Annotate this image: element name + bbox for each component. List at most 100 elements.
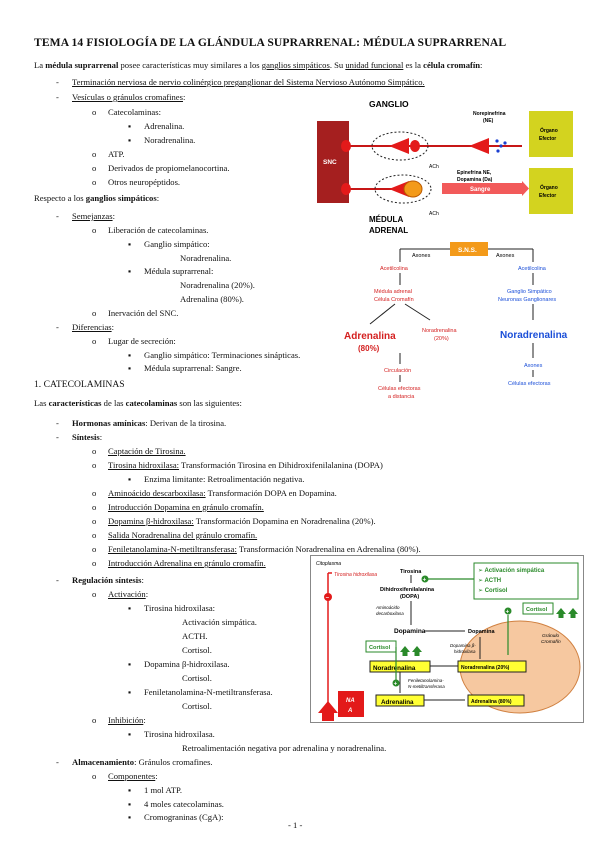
square-bullet: ▪	[128, 687, 132, 697]
list-item: Activación simpática.	[182, 617, 257, 627]
adrenalina-label: Adrenalina	[381, 699, 414, 706]
dash-bullet: -	[56, 432, 59, 442]
list-item: Noradrenalina (20%).	[180, 280, 255, 290]
up-arrow-icon	[556, 608, 566, 618]
noradrenalina-label: Noradrenalina	[373, 665, 416, 672]
intro-paragraph: La médula suprarrenal posee característi…	[34, 60, 483, 70]
distancia-label: a distancia	[388, 394, 415, 400]
dash-bullet: -	[56, 757, 59, 767]
adrenalina80-label: Adrenalina (80%)	[471, 699, 512, 705]
tirosina-hidroxilasa-label: Tirosina hidroxilasa	[334, 572, 377, 578]
intro-item: Vesículas o gránulos cromafines:	[72, 92, 186, 102]
sintesis-heading: Síntesis:	[72, 432, 103, 442]
synthesis-regulation-figure: Citoplasma Tirosina hidroxilasa NA A − T…	[310, 555, 584, 723]
minus-circle	[324, 593, 332, 601]
list-item: Adrenalina (80%).	[180, 294, 244, 304]
cromafin-label: Cromafín	[541, 639, 561, 645]
diferencias-heading: Diferencias:	[72, 322, 114, 332]
norepinefrina-label: Norepinefrina	[473, 111, 506, 117]
list-item: Salida Noradrenalina del gránulo cromafí…	[108, 530, 258, 540]
medula-adrenal-label: Médula adrenal	[374, 289, 412, 295]
cortisol-label: Cortisol	[369, 645, 391, 651]
organo-label: Órgano	[540, 183, 558, 191]
medula-outline	[374, 174, 432, 204]
regulacion-heading: Regulación síntesis:	[72, 575, 144, 585]
plus-circle	[392, 679, 400, 687]
sns-box	[450, 242, 488, 256]
circle-bullet: o	[92, 502, 97, 512]
efector-label: Efector	[539, 193, 556, 199]
plus-sign: +	[423, 578, 427, 584]
acetilcolina-label: Acetilcolina	[518, 266, 547, 272]
square-bullet: ▪	[128, 135, 132, 145]
list-item: Lugar de secreción:	[108, 336, 176, 346]
list-item: Cortisol.	[182, 701, 212, 711]
list-item: ACTH.	[182, 631, 208, 641]
neuronas-label: Neuronas Ganglionares	[498, 297, 556, 303]
list-item: Inervación del SNC.	[108, 308, 179, 318]
list-item: Médula suprarrenal: Sangre.	[144, 363, 242, 373]
neuron-body	[341, 183, 351, 195]
circle-bullet: o	[92, 516, 97, 526]
section-heading: 1. CATECOLAMINAS	[34, 379, 125, 390]
list-item: Ganglio simpático:	[144, 239, 210, 249]
circle-bullet: o	[92, 177, 97, 187]
list-item: Introducción Adrenalina en gránulo croma…	[108, 558, 266, 568]
sns-label: S.N.S.	[458, 247, 477, 254]
granulo-label: Gránulo	[542, 633, 559, 639]
acetilcolina-label: Acetilcolina	[380, 266, 409, 272]
circle-bullet: o	[92, 163, 97, 173]
list-item: 4 moles catecolaminas.	[144, 799, 224, 809]
plus-circle	[504, 607, 512, 615]
circle-bullet: o	[92, 308, 97, 318]
noradrenalina-big: Noradrenalina	[500, 330, 568, 341]
list-item: Catecolaminas:	[108, 107, 161, 117]
circle-bullet: o	[92, 225, 97, 235]
list-item: ATP.	[108, 149, 125, 159]
a-label: A	[347, 708, 352, 714]
activacion-box	[473, 562, 579, 600]
list-item: Feniletanolamina-N-metiltransferasa: Tra…	[108, 544, 421, 554]
list-item: Captación de Tirosina.	[108, 446, 186, 456]
list-item: Feniletanolamina-N-metiltransferasa.	[144, 687, 273, 697]
celula-cromafin-label: Célula Cromafín	[374, 297, 414, 303]
circle-bullet: o	[92, 771, 97, 781]
circle-bullet: o	[92, 715, 97, 725]
adrenalina-label: Adrenalina	[344, 331, 396, 342]
neuron-body	[341, 140, 351, 152]
dopamina-granule-label: Dopamina	[468, 629, 496, 635]
up-arrow-icon	[318, 701, 338, 721]
list-item: Adrenalina.	[144, 121, 185, 131]
list-item: Componentes:	[108, 771, 158, 781]
axones-label: Axones	[412, 253, 431, 259]
square-bullet: ▪	[128, 603, 132, 613]
na-label: NA	[346, 698, 355, 704]
dopamina-label: Dopamina (Da)	[457, 177, 493, 183]
neuron-body	[410, 140, 420, 152]
circle-bullet: o	[92, 149, 97, 159]
circle-bullet: o	[92, 544, 97, 554]
descarboxilasa-label: decarboxilasa	[376, 611, 404, 616]
ganglio-medula-figure: GANGLIO Norepinefrina (NE) SNC ACh Órgan…	[317, 99, 573, 235]
activacion-item: ➢ Activación simpática	[478, 568, 545, 574]
adrenalina80-box	[467, 694, 525, 707]
snc-label: SNC	[323, 159, 337, 166]
dash-bullet: -	[56, 322, 59, 332]
fenil-label: Feniletanolamina-	[408, 678, 444, 683]
ne-label: (NE)	[483, 118, 494, 124]
list-item: Otros neuropéptidos.	[108, 177, 181, 187]
minus-sign: −	[326, 596, 330, 602]
list-item: Hormonas amínicas: Derivan de la tirosin…	[72, 418, 227, 428]
organo-label: Órgano	[540, 126, 558, 134]
ne-dot	[496, 149, 500, 153]
page-number: - 1 -	[288, 820, 303, 830]
square-bullet: ▪	[128, 239, 132, 249]
sangre-bar	[442, 183, 522, 194]
sns-tree-figure: S.N.S. Axones Axones Acetilcolina Acetil…	[344, 242, 568, 400]
terminal-arrow	[469, 138, 489, 154]
ganglion-outline	[371, 131, 429, 161]
circle-bullet: o	[92, 336, 97, 346]
list-item: Aminoácido descarboxilasa: Transformació…	[108, 488, 337, 498]
list-item: Inhibición:	[108, 715, 146, 725]
list-item: Derivados de propiomelanocortina.	[108, 163, 230, 173]
